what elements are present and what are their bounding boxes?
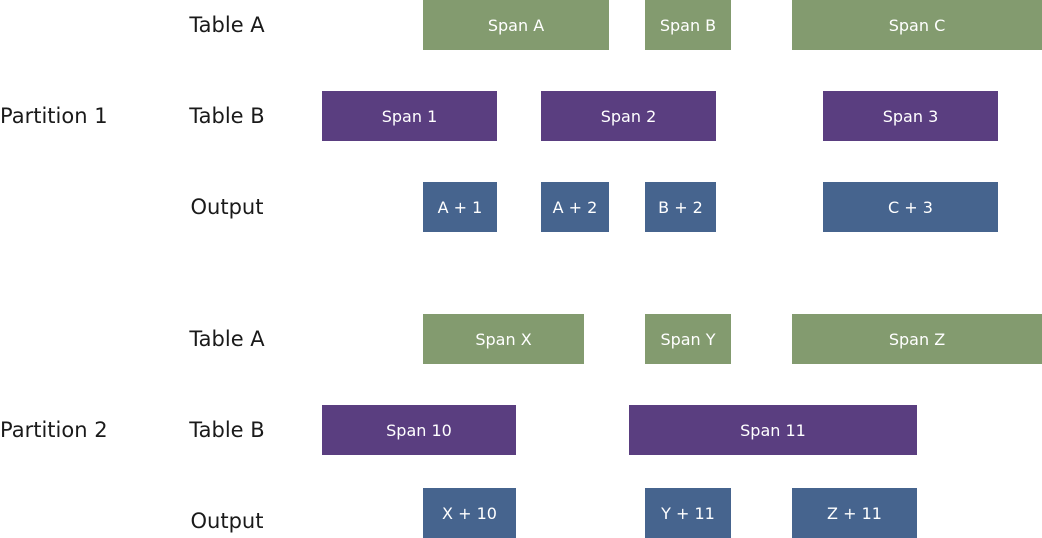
p1-output-a-plus-2: A + 2 — [541, 182, 609, 232]
p2-table-a-label: Table A — [189, 327, 265, 351]
p1-table-a-span-c: Span C — [792, 0, 1042, 50]
p2-table-b-label: Table B — [189, 418, 265, 442]
p1-output-label: Output — [190, 195, 264, 219]
p1-table-a-span-a: Span A — [423, 0, 609, 50]
p1-table-a-span-b: Span B — [645, 0, 731, 50]
p1-table-b-label: Table B — [189, 104, 265, 128]
p1-table-b-span-2: Span 2 — [541, 91, 716, 141]
p2-table-a-span-z: Span Z — [792, 314, 1042, 364]
p1-table-b-span-1: Span 1 — [322, 91, 497, 141]
partition-2-label: Partition 2 — [0, 418, 108, 442]
p2-output-y-plus-11: Y + 11 — [645, 488, 731, 538]
p2-table-b-span-11: Span 11 — [629, 405, 917, 455]
p2-output-z-plus-11: Z + 11 — [792, 488, 917, 538]
partition-1-label: Partition 1 — [0, 104, 108, 128]
p1-table-a-label: Table A — [189, 13, 265, 37]
p2-table-b-span-10: Span 10 — [322, 405, 516, 455]
p1-output-b-plus-2: B + 2 — [645, 182, 716, 232]
p2-table-a-span-y: Span Y — [645, 314, 731, 364]
p2-table-a-span-x: Span X — [423, 314, 584, 364]
p2-output-label: Output — [190, 509, 264, 533]
p1-table-b-span-3: Span 3 — [823, 91, 998, 141]
p1-output-c-plus-3: C + 3 — [823, 182, 998, 232]
p2-output-x-plus-10: X + 10 — [423, 488, 516, 538]
p1-output-a-plus-1: A + 1 — [423, 182, 497, 232]
